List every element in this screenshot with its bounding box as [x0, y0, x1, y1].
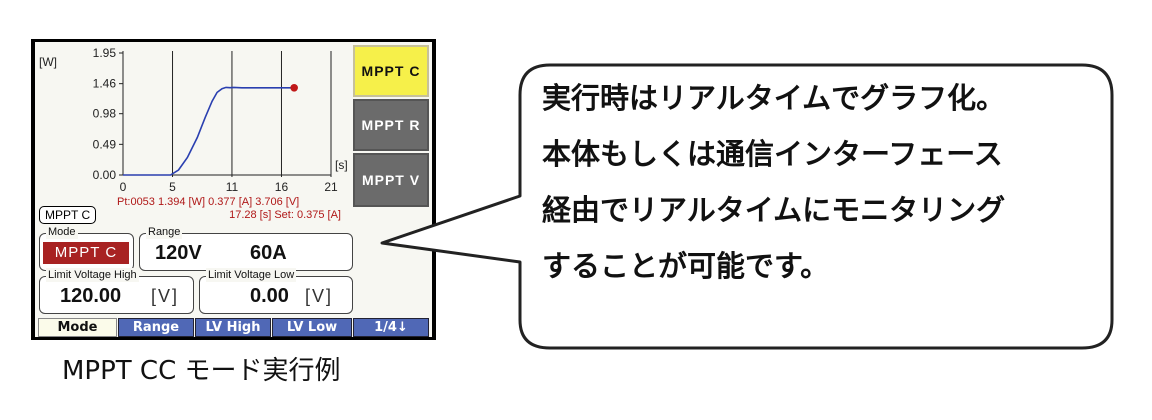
range-voltage-value: 120V: [155, 242, 202, 264]
y-tick-label: 0.98: [93, 107, 117, 121]
bubble-line-4: することが可能です。: [542, 249, 830, 283]
y-tick-label: 0.00: [93, 168, 117, 182]
x-tick-label: 21: [324, 180, 338, 194]
y-tick-label: 1.95: [93, 46, 117, 60]
softkey-bar: Mode Range LV High LV Low 1/4↓: [35, 318, 432, 337]
x-tick-label: 5: [169, 180, 176, 194]
y-tick-label: 0.49: [93, 137, 117, 151]
lv-high-group[interactable]: Limit Voltage High 120.00 [V]: [39, 268, 194, 314]
mppt-r-button[interactable]: MPPT R: [353, 99, 429, 151]
speech-bubble-shape: [380, 63, 1114, 350]
mode-tag: MPPT C: [39, 206, 97, 224]
softkey-lv-low[interactable]: LV Low: [272, 318, 352, 337]
lv-high-label: Limit Voltage High: [46, 268, 139, 282]
range-current-value: 60A: [250, 242, 287, 264]
x-unit-label: [s]: [335, 158, 348, 172]
current-point-marker: [290, 83, 298, 92]
range-group-label: Range: [146, 225, 183, 239]
lv-low-group[interactable]: Limit Voltage Low 0.00 [V]: [199, 268, 353, 314]
x-tick-label: 0: [120, 180, 127, 194]
mppt-v-button[interactable]: MPPT V: [353, 153, 429, 207]
lv-high-value: 120.00: [60, 285, 122, 307]
bubble-line-2: 本体もしくは通信インターフェース: [542, 137, 1003, 171]
range-group[interactable]: Range 120V 60A: [139, 225, 353, 271]
power-chart-svg: [W] 1.95 1.46 0.98 0.49 0.000 5 11 16 21 [s] Pt:005…: [39, 46, 348, 221]
bubble-line-1: 実行時はリアルタイムでグラフ化。: [542, 81, 1006, 115]
lv-low-value: 0.00: [250, 285, 289, 307]
mode-group[interactable]: Mode MPPT C: [39, 225, 134, 271]
lv-low-label: Limit Voltage Low: [206, 268, 297, 282]
lv-high-unit: [V]: [151, 286, 180, 306]
mode-group-label: Mode: [46, 225, 78, 239]
y-tick-label: 1.46: [93, 77, 117, 91]
y-unit-label: [W]: [39, 55, 57, 69]
mode-value[interactable]: MPPT C: [43, 242, 129, 264]
readout-line-2: 17.28 [s] Set: 0.375 [A]: [229, 209, 341, 221]
softkey-lv-high[interactable]: LV High: [195, 318, 271, 337]
softkey-page[interactable]: 1/4↓: [353, 318, 429, 337]
bubble-text: 実行時はリアルタイムでグラフ化。 本体もしくは通信インターフェース 経由でリアル…: [542, 70, 1102, 294]
caption: MPPT CC モード実行例: [62, 356, 341, 386]
x-tick-label: 16: [275, 180, 289, 194]
lv-low-unit: [V]: [305, 286, 334, 306]
readout-line-1: Pt:0053 1.394 [W] 0.377 [A] 3.706 [V]: [117, 196, 299, 208]
x-tick-label: 11: [226, 180, 239, 194]
softkey-range[interactable]: Range: [118, 318, 194, 337]
mppt-c-button[interactable]: MPPT C: [353, 45, 429, 97]
softkey-mode[interactable]: Mode: [38, 318, 117, 337]
power-series-line: [123, 86, 295, 176]
bubble-line-3: 経由でリアルタイムにモニタリング: [542, 193, 1006, 227]
